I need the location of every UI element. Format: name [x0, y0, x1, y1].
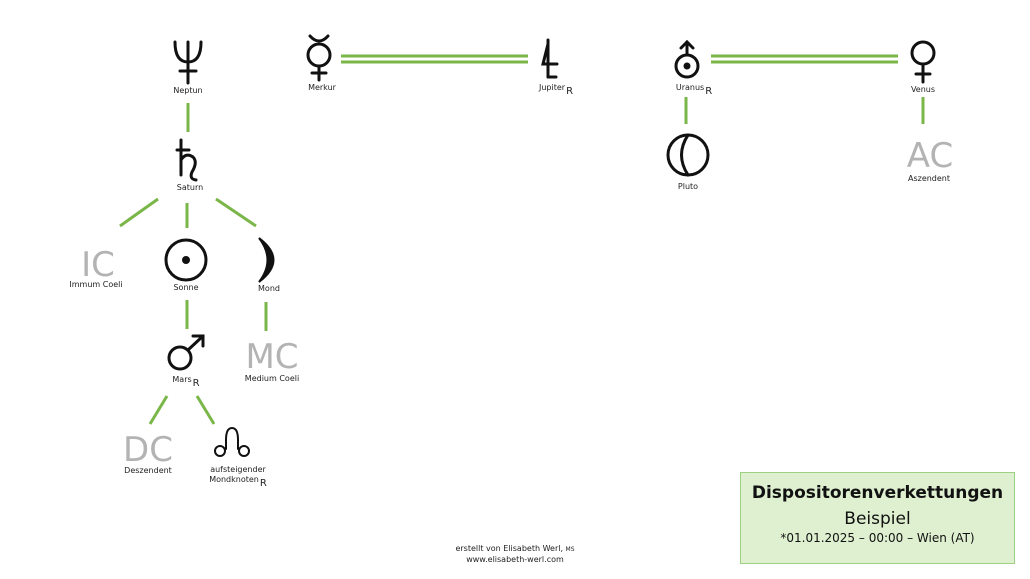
sonne-name: Sonne: [173, 283, 199, 292]
saturn-label: Saturn: [177, 183, 203, 193]
neptune-icon: [173, 40, 203, 85]
neptun-label: Neptun: [173, 86, 202, 96]
uranus-icon: [674, 39, 700, 79]
saturn-icon: [175, 138, 198, 182]
ac-label: Aszendent: [907, 174, 951, 183]
pluto-icon: [666, 133, 710, 177]
jupiter-icon: [541, 38, 559, 79]
footer-credit: erstellt von Elisabeth Werl, MS www.elis…: [455, 544, 574, 565]
mondknoten-name-line1: aufsteigender: [210, 465, 266, 474]
ac-symbol: AC: [906, 136, 954, 176]
neptun-name: Neptun: [173, 86, 203, 95]
venus-name: Venus: [910, 85, 936, 94]
pluto-name: Pluto: [677, 182, 699, 191]
mars-name: Mars: [172, 375, 192, 384]
jupiter-retrograde-marker: R: [566, 86, 574, 97]
ascending-node-icon: [214, 426, 250, 457]
merkur-label: Merkur: [308, 83, 336, 93]
jupiter-name: Jupiter: [538, 83, 566, 92]
pluto-label: Pluto: [678, 182, 698, 192]
mars-icon: [167, 334, 205, 371]
moon-icon: [258, 237, 275, 283]
venus-label: Venus: [911, 85, 935, 95]
info-title: Dispositorenverkettungen: [751, 483, 1004, 503]
mondknoten-label: aufsteigender MondknotenR: [209, 465, 267, 489]
connector-mars-mondknoten: [195, 395, 216, 425]
footer-website: www.elisabeth-werl.com: [466, 555, 564, 564]
jupiter-label: JupiterR: [538, 83, 573, 97]
mercury-icon: [306, 34, 332, 82]
chart-info-box: Dispositorenverkettungen Beispiel *01.01…: [740, 472, 1015, 564]
uranus-label: UranusR: [675, 83, 712, 97]
dc-symbol: DC: [123, 430, 173, 470]
mc-symbol: MC: [245, 337, 299, 377]
merkur-name: Merkur: [308, 83, 336, 92]
sonne-label: Sonne: [173, 283, 198, 293]
mars-retrograde-marker: R: [192, 378, 200, 389]
uranus-name: Uranus: [675, 83, 705, 92]
mondknoten-name-line2: Mondknoten: [209, 475, 259, 484]
mondknoten-retrograde-marker: R: [259, 478, 267, 489]
connector-saturn-mond: [215, 197, 257, 228]
ic-label: Immum Coeli: [69, 280, 123, 289]
info-subtitle: Beispiel: [844, 509, 911, 529]
dc-label: Deszendent: [124, 466, 172, 475]
uranus-retrograde-marker: R: [705, 86, 713, 97]
connector-saturn-ic: [119, 197, 159, 228]
saturn-name: Saturn: [176, 183, 204, 192]
connector-mars-dc: [148, 395, 169, 425]
footer-suffix: MS: [565, 546, 575, 553]
info-date: *01.01.2025 – 00:00 – Wien (AT): [780, 531, 975, 545]
mond-name: Mond: [258, 284, 280, 293]
ic-symbol: IC: [81, 245, 115, 285]
mond-label: Mond: [258, 284, 280, 294]
venus-icon: [910, 40, 936, 84]
mc-label: Medium Coeli: [244, 374, 300, 383]
mars-label: MarsR: [172, 375, 199, 389]
footer-author: erstellt von Elisabeth Werl,: [455, 544, 563, 553]
sun-icon: [164, 238, 208, 282]
